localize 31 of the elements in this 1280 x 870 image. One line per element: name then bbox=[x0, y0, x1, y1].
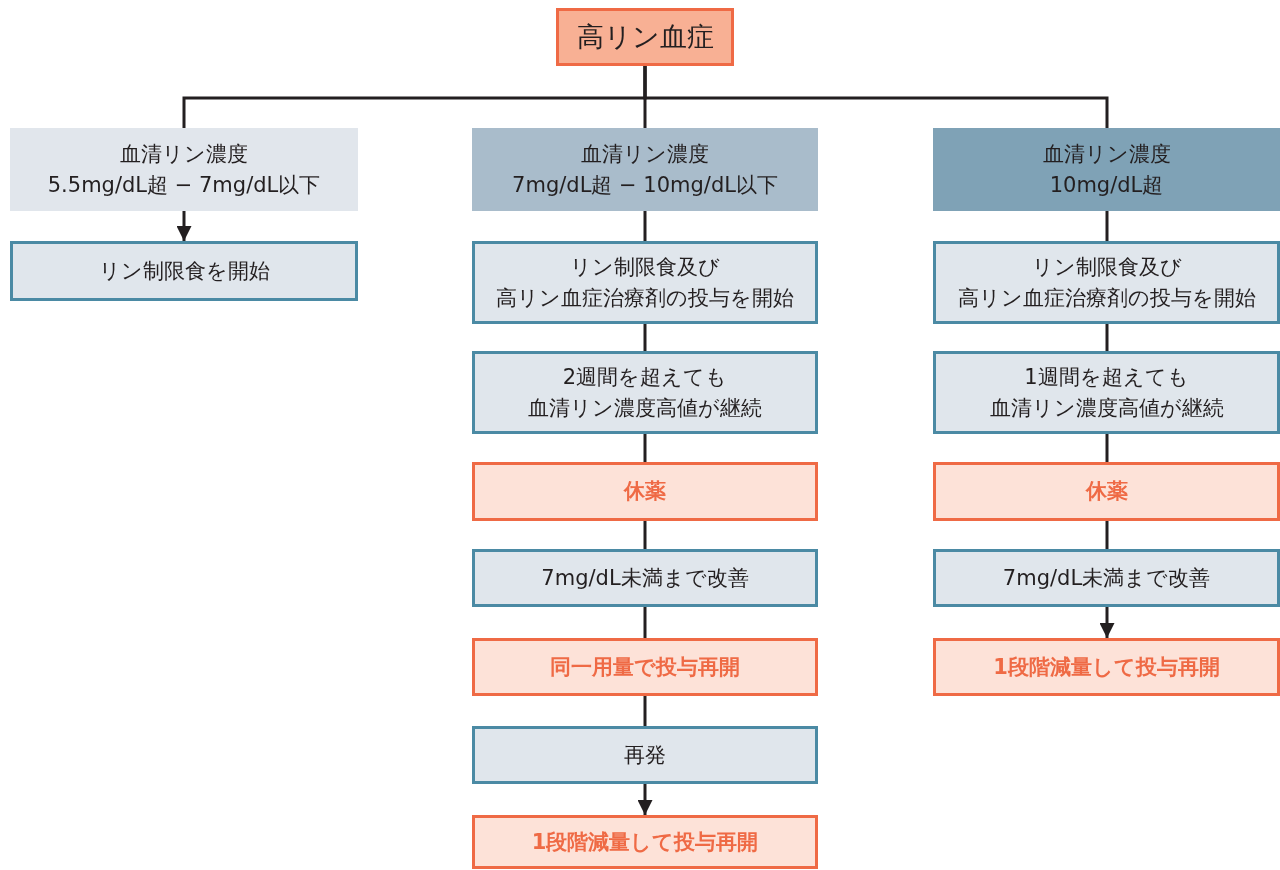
step-box: 再発 bbox=[472, 726, 818, 784]
arrow bbox=[1099, 607, 1115, 638]
step-box: 2週間を超えても血清リン濃度高値が継続 bbox=[472, 351, 818, 434]
step-box: リン制限食及び高リン血症治療剤の投与を開始 bbox=[933, 241, 1280, 324]
connector-line bbox=[643, 696, 647, 726]
connector-line bbox=[1105, 521, 1109, 549]
connector-line bbox=[643, 434, 647, 462]
connector-line bbox=[1105, 324, 1109, 351]
step-box: リン制限食及び高リン血症治療剤の投与を開始 bbox=[472, 241, 818, 324]
connector-line bbox=[643, 211, 647, 241]
arrow bbox=[176, 211, 192, 241]
arrow bbox=[637, 784, 653, 815]
action-box: 1段階減量して投与再開 bbox=[472, 815, 818, 869]
connector-line bbox=[643, 521, 647, 549]
action-box: 休薬 bbox=[472, 462, 818, 521]
step-box: 7mg/dL未満まで改善 bbox=[933, 549, 1280, 607]
step-box: 7mg/dL未満まで改善 bbox=[472, 549, 818, 607]
range-header: 血清リン濃度5.5mg/dL超 − 7mg/dL以下 bbox=[10, 128, 358, 211]
connector-line bbox=[1105, 434, 1109, 462]
connector-line bbox=[643, 607, 647, 638]
title-box: 高リン血症 bbox=[556, 8, 734, 66]
step-box: リン制限食を開始 bbox=[10, 241, 358, 301]
connector-line bbox=[1105, 211, 1109, 241]
step-box: 1週間を超えても血清リン濃度高値が継続 bbox=[933, 351, 1280, 434]
action-box: 1段階減量して投与再開 bbox=[933, 638, 1280, 696]
action-box: 同一用量で投与再開 bbox=[472, 638, 818, 696]
range-header: 血清リン濃度10mg/dL超 bbox=[933, 128, 1280, 211]
action-box: 休薬 bbox=[933, 462, 1280, 521]
connector-line bbox=[643, 324, 647, 351]
range-header: 血清リン濃度7mg/dL超 − 10mg/dL以下 bbox=[472, 128, 818, 211]
connector-line bbox=[643, 66, 1109, 128]
